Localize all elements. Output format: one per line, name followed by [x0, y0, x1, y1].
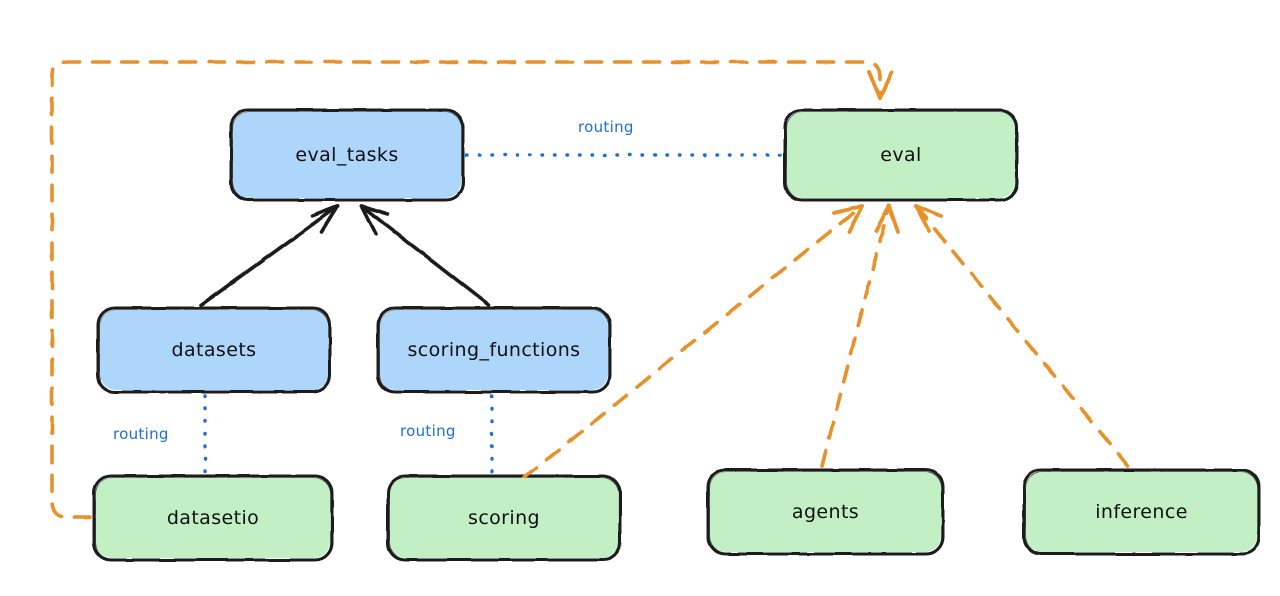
edge-datasetio-eval	[50, 60, 882, 519]
node-datasetio[interactable]: datasetio	[96, 478, 330, 558]
node-eval[interactable]: eval	[787, 112, 1015, 198]
node-label: scoring_functions	[407, 339, 581, 361]
arrowhead-scoring-eval	[832, 204, 864, 234]
node-label: inference	[1095, 501, 1188, 523]
node-agents[interactable]: agents	[710, 472, 941, 552]
node-label: eval	[880, 144, 922, 166]
node-scoring-functions[interactable]: scoring_functions	[380, 310, 608, 390]
edge-inference-eval	[914, 204, 1130, 468]
node-scoring[interactable]: scoring	[390, 478, 618, 558]
node-eval-tasks[interactable]: eval_tasks	[233, 112, 461, 198]
edge-agents-eval	[820, 204, 891, 468]
arrowhead-inference-eval	[914, 204, 943, 233]
edge-datasets-eval_tasks	[199, 204, 340, 307]
node-label: datasets	[171, 339, 257, 361]
node-label: agents	[791, 501, 860, 523]
node-label: eval_tasks	[295, 144, 399, 166]
node-label: datasetio	[166, 507, 260, 529]
edge-scoringfn-eval_tasks	[360, 204, 491, 307]
node-inference[interactable]: inference	[1026, 472, 1257, 552]
edge-label-routing-top: routing	[578, 118, 634, 136]
arrowhead-agents-eval	[874, 204, 900, 234]
node-label: scoring	[468, 507, 540, 529]
arrowhead-datasetio-eval	[867, 70, 894, 100]
edge-label-routing-scoring: routing	[400, 422, 456, 440]
node-datasets[interactable]: datasets	[100, 310, 328, 390]
edge-label-routing-datasets: routing	[113, 425, 169, 443]
edge-scoring-eval	[522, 204, 864, 480]
